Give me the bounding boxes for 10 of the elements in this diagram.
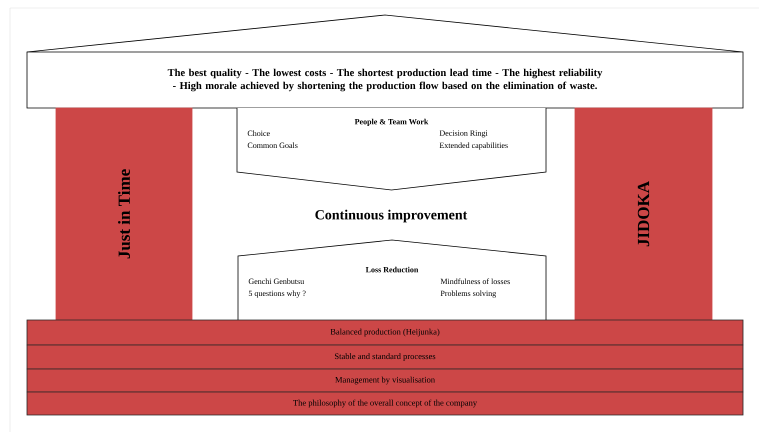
roof: The best quality - The lowest costs - The shortest production lead time - The highest reliability - High morale achieved by shortening the production flow based on the elimination of waste. bbox=[26, 14, 744, 108]
arrow-box: People & Team Work Choice Common Goals Decision Ringi Extended capabilities bbox=[236, 108, 546, 190]
foundation-band: Stable and standard processes bbox=[26, 344, 744, 370]
pillar: JIDOKA bbox=[574, 108, 712, 320]
arrow-box: Loss Reduction Genchi Genbutsu 5 questions why ? Mindfulness of losses Problems solving bbox=[238, 240, 546, 320]
heading: Continuous improvement bbox=[315, 210, 468, 222]
foundation-band: The philosophy of the overall concept of the company bbox=[26, 392, 744, 416]
foundation-band: Management by visualisation bbox=[26, 368, 744, 392]
pillar: Just in Time bbox=[56, 108, 192, 320]
foundation-band: Balanced production (Heijunka) bbox=[26, 320, 744, 346]
